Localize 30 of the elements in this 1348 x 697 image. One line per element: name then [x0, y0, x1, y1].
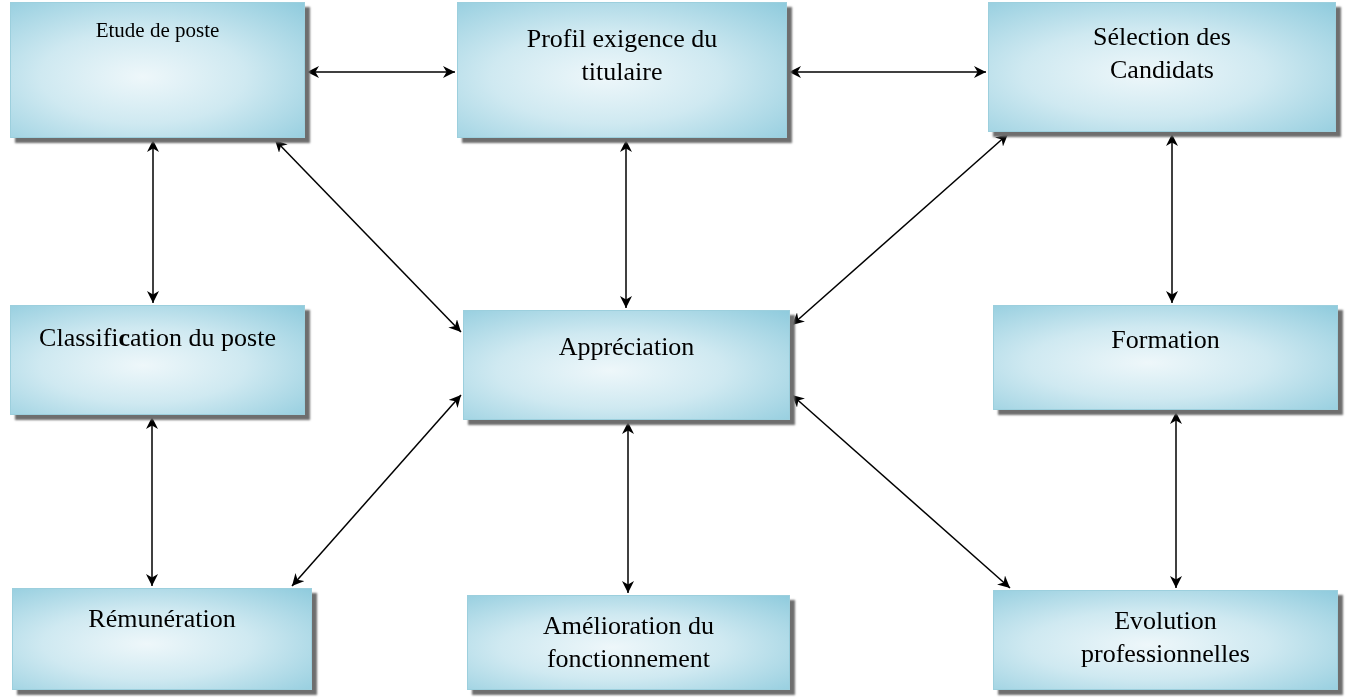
process-box [10, 305, 305, 415]
process-box [467, 595, 790, 690]
double-arrow [147, 139, 159, 304]
process-box [457, 2, 787, 138]
process-box [12, 588, 312, 690]
box-label: Appréciation [557, 331, 696, 363]
double-arrow [146, 416, 158, 587]
double-arrow [1166, 133, 1178, 304]
box-label: Etude de poste [94, 17, 221, 44]
box-label: Evolution professionnelles [1080, 605, 1251, 670]
box-label: Sélection des Candidats [1092, 21, 1232, 86]
double-arrow [622, 421, 634, 594]
process-box [463, 310, 790, 420]
double-arrow [788, 66, 987, 78]
double-arrow [306, 66, 456, 78]
process-box [993, 590, 1338, 690]
box-label: Profil exigence du titulaire [525, 23, 719, 88]
process-box [993, 305, 1338, 410]
process-box [10, 2, 305, 138]
double-arrow [620, 139, 632, 309]
double-arrow [1170, 411, 1182, 589]
box-label: Classification du poste [38, 322, 277, 354]
box-label: Amélioration du fonctionnement [541, 610, 716, 675]
process-box [988, 2, 1336, 132]
box-label: Formation [1110, 324, 1221, 356]
double-arrow [791, 133, 1009, 326]
double-arrow [291, 394, 462, 587]
box-label: Rémunération [87, 603, 237, 635]
double-arrow [791, 394, 1011, 589]
double-arrow [274, 139, 462, 333]
